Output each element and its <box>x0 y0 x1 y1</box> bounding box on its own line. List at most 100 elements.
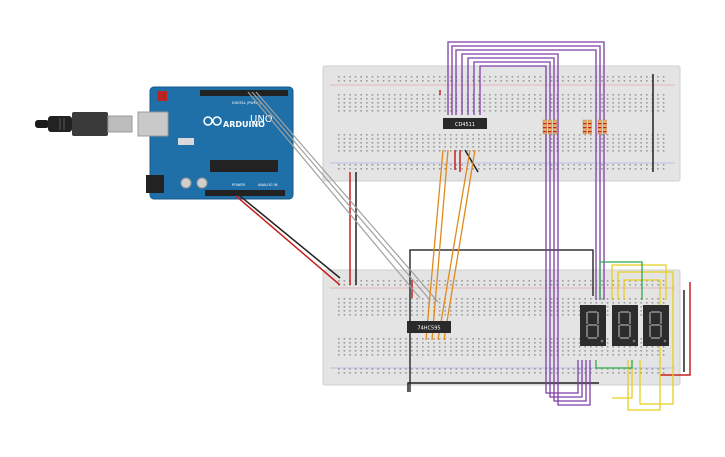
seven-segment-display[interactable] <box>580 305 606 346</box>
signal-wires-purple[interactable] <box>447 41 605 406</box>
breadboard-hole <box>371 302 374 304</box>
breadboard-hole <box>343 80 346 82</box>
breadboard-hole <box>634 138 637 140</box>
wire-black[interactable] <box>239 195 341 279</box>
wire-green[interactable] <box>595 360 633 369</box>
breadboard-hole <box>567 346 570 348</box>
counter-chip[interactable]: CD4511 <box>443 118 487 129</box>
wire-orange[interactable] <box>443 149 476 341</box>
usb-cable[interactable] <box>35 112 133 136</box>
seven-segment-display[interactable] <box>612 305 638 346</box>
wire-purple[interactable] <box>479 65 579 394</box>
breadboard-hole <box>377 76 379 78</box>
breadboard-hole <box>511 146 514 148</box>
breadboard-hole <box>388 110 390 112</box>
breadboard-hole <box>388 80 390 82</box>
breadboard-hole <box>410 310 413 312</box>
wire-yellow[interactable] <box>611 264 667 300</box>
breadboard-hole <box>410 134 413 136</box>
power-analog-header <box>205 190 285 196</box>
wire-orange[interactable] <box>431 149 449 341</box>
breadboard-hole <box>562 94 564 96</box>
breadboard-hole <box>606 338 609 340</box>
breadboard-hole <box>472 106 474 108</box>
breadboard-hole <box>623 142 626 144</box>
shift-register-chip[interactable]: 74HC595 <box>407 321 451 333</box>
wire-grey[interactable] <box>255 91 439 303</box>
wire-purple[interactable] <box>447 41 605 300</box>
breadboard-hole <box>371 146 374 148</box>
wire-green[interactable] <box>599 261 643 300</box>
wire-orange[interactable] <box>425 149 444 341</box>
wire-purple[interactable] <box>451 45 601 300</box>
breadboard-hole <box>438 76 441 78</box>
breadboard-hole <box>360 346 362 348</box>
breadboard-hole <box>662 372 665 374</box>
wire-grey[interactable] <box>251 91 431 301</box>
breadboard-hole <box>349 142 351 144</box>
wire-purple[interactable] <box>461 53 591 406</box>
breadboard-hole <box>354 94 357 96</box>
breadboard-hole <box>528 80 530 82</box>
breadboard-hole <box>349 342 351 344</box>
breadboard-hole <box>422 94 424 96</box>
signal-wires-orange[interactable] <box>425 149 476 341</box>
wire-red[interactable] <box>235 195 341 286</box>
breadboard-hole <box>410 302 413 304</box>
breadboard-hole <box>444 80 446 82</box>
breadboard-hole <box>646 280 648 282</box>
arduino-uno-board[interactable]: ARDUINO UNO DIGITAL (PWM~) POWER ANALOG … <box>137 86 294 200</box>
breadboard-hole <box>455 284 458 286</box>
breadboard-hole <box>366 142 368 144</box>
wire-grey[interactable] <box>247 91 421 299</box>
wire-yellow[interactable] <box>617 271 674 405</box>
wire-black[interactable] <box>464 149 479 173</box>
breadboard-hole <box>567 302 570 304</box>
breadboard-hole <box>366 168 368 170</box>
breadboard-hole <box>371 284 374 286</box>
seven-segment-displays[interactable] <box>580 305 669 346</box>
breadboard-hole <box>338 134 340 136</box>
reset-button[interactable] <box>157 91 167 101</box>
breadboard-hole <box>461 168 463 170</box>
wire-red[interactable] <box>660 282 691 376</box>
breadboard-hole <box>399 354 402 356</box>
breadboard-hole <box>500 354 502 356</box>
breadboard-hole <box>422 346 424 348</box>
breadboard-hole <box>433 298 435 300</box>
breadboard-hole <box>567 372 570 374</box>
breadboard-hole <box>438 142 441 144</box>
breadboard-hole <box>567 138 570 140</box>
breadboard-hole <box>444 168 446 170</box>
breadboard-hole <box>422 302 424 304</box>
breadboard-hole <box>422 342 424 344</box>
breadboard-top[interactable] <box>322 65 681 182</box>
display-decimal-point <box>663 339 667 343</box>
wire-purple[interactable] <box>467 57 587 402</box>
wire-purple[interactable] <box>455 49 597 300</box>
breadboard-hole <box>416 98 418 100</box>
breadboard-hole <box>556 110 558 112</box>
wire-orange[interactable] <box>437 149 471 341</box>
breadboard-hole <box>416 350 418 352</box>
breadboard-hole <box>354 106 357 108</box>
breadboard-hole <box>595 368 598 370</box>
breadboard-hole <box>578 76 581 78</box>
breadboard-hole <box>483 346 486 348</box>
breadboard-hole <box>539 302 542 304</box>
wire-black[interactable] <box>407 382 599 392</box>
breadboard-hole <box>573 338 575 340</box>
breadboard-hole <box>349 110 351 112</box>
breadboard-hole <box>584 98 586 100</box>
display-segment <box>588 324 597 326</box>
breadboard-hole <box>646 146 648 148</box>
wire-yellow[interactable] <box>612 360 633 399</box>
breadboard-hole <box>410 106 413 108</box>
breadboard-hole <box>438 146 441 148</box>
breadboard-hole <box>416 94 418 96</box>
breadboard-hole <box>371 314 374 316</box>
wire-purple[interactable] <box>473 61 583 398</box>
signal-wires-grey[interactable] <box>247 91 439 303</box>
seven-segment-display[interactable] <box>643 305 669 346</box>
